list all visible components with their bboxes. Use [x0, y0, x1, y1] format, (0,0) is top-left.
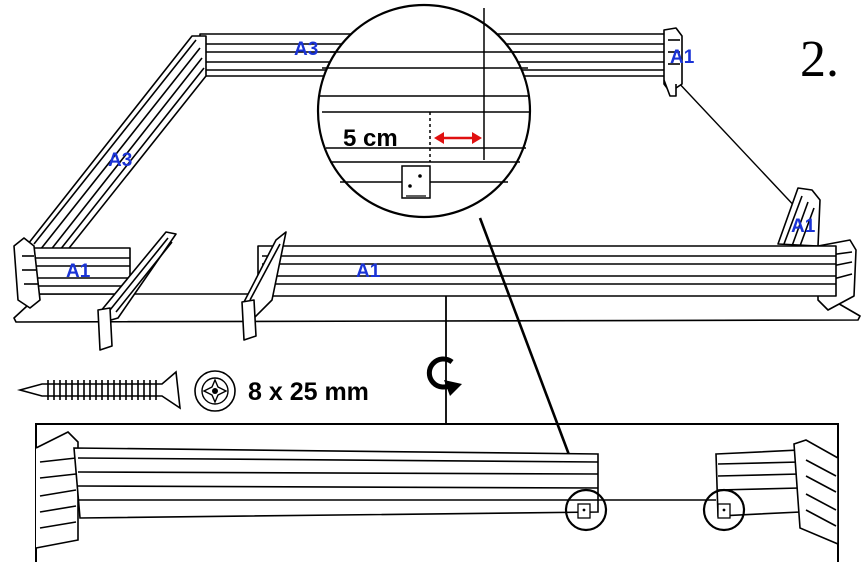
step-number: 2.	[800, 31, 839, 88]
label-a1-right: A1	[791, 216, 816, 237]
left-panel	[27, 35, 207, 263]
base-plate	[13, 293, 861, 323]
front-panel-center	[257, 245, 837, 297]
torx-bit-icon	[194, 370, 236, 412]
detail-magnifier: 5 cm	[316, 3, 532, 219]
loose-panel-center	[241, 231, 287, 341]
screw-icon	[16, 370, 181, 410]
label-a1-front-left: A1	[66, 261, 91, 282]
loose-panel-left	[97, 231, 177, 351]
measurement-arrow	[434, 132, 482, 144]
highlight-circle-right	[702, 488, 746, 532]
lower-detail-view	[35, 423, 839, 562]
label-a3-left: A3	[108, 150, 132, 171]
label-a3-top: A3	[294, 39, 318, 60]
rotate-icon	[426, 356, 462, 396]
back-right-corner	[663, 27, 683, 97]
label-a1-front-center: A1	[356, 261, 381, 282]
highlight-circle-left	[564, 488, 608, 532]
corner-bracket-icon	[401, 165, 431, 199]
front-panel-left	[13, 237, 131, 309]
label-a1-top-right: A1	[670, 47, 695, 68]
screw-spec: 8 x 25 mm	[248, 378, 369, 406]
detail-measurement: 5 cm	[343, 125, 398, 152]
raised-bed-frame	[13, 27, 861, 351]
